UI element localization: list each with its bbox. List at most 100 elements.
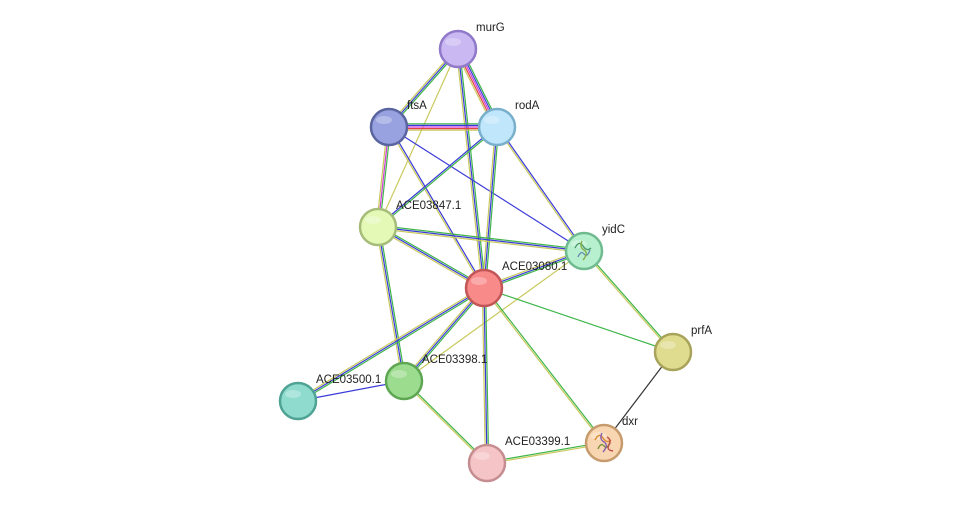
edge-evidence-strand: [375, 227, 404, 382]
node-layer: [278, 29, 693, 483]
node-highlight: [376, 116, 392, 124]
structure-strand: [600, 432, 607, 453]
structure-strand: [574, 242, 592, 251]
edge-evidence-strand: [298, 288, 486, 403]
edge-ACE03080-ACE03500[interactable]: [296, 286, 486, 403]
edge-evidence-strand: [378, 224, 585, 251]
edge-evidence-strand: [455, 49, 484, 289]
node-label-ACE03500: ACE03500.1: [316, 374, 381, 386]
edge-evidence-strand: [378, 127, 498, 229]
edge-evidence-strand: [403, 250, 585, 382]
edge-ACE03847-yidC[interactable]: [377, 224, 585, 254]
edge-evidence-strand: [378, 225, 486, 288]
edge-evidence-strand: [377, 226, 485, 289]
edge-evidence-strand: [483, 126, 498, 289]
edge-evidence-strand: [377, 48, 459, 228]
edge-evidence-strand: [377, 125, 497, 227]
edge-evidence-strand: [484, 127, 500, 289]
edge-yidC-ACE03398[interactable]: [403, 250, 585, 382]
structure-strand: [577, 249, 591, 258]
edge-evidence-strand: [388, 126, 585, 252]
node-label-rodA: rodA: [515, 100, 540, 112]
node-highlight: [445, 38, 461, 46]
node-circle: [384, 361, 424, 401]
node-rodA[interactable]: [477, 107, 517, 147]
node-label-ACE03399: ACE03399.1: [505, 436, 570, 448]
edge-evidence-strand: [482, 288, 604, 444]
node-highlight: [471, 277, 487, 285]
edge-evidence-strand: [377, 227, 584, 254]
edge-ACE03080-dxr[interactable]: [482, 287, 606, 444]
edge-evidence-strand: [376, 227, 484, 290]
node-ACE03847[interactable]: [358, 207, 398, 247]
edge-ACE03399-dxr[interactable]: [486, 441, 605, 465]
node-ACE03398[interactable]: [384, 361, 424, 401]
node-circle: [438, 29, 478, 69]
edge-ACE03847-ACE03080[interactable]: [376, 225, 486, 290]
edge-evidence-strand: [402, 286, 484, 381]
edge-evidence-strand: [296, 286, 484, 401]
structure-strand: [606, 436, 614, 452]
node-circle: [358, 207, 398, 247]
node-label-ACE03398: ACE03398.1: [422, 354, 487, 366]
edge-evidence-strand: [378, 226, 407, 381]
edge-evidence-strand: [484, 287, 606, 443]
edge-evidence-strand: [404, 380, 488, 463]
protein-structure-icon: [594, 432, 614, 453]
node-highlight: [365, 216, 381, 224]
node-ftsA[interactable]: [369, 107, 409, 147]
edge-ACE03847-ACE03398[interactable]: [375, 226, 407, 382]
edge-evidence-strand: [497, 126, 586, 251]
node-circle: [653, 332, 693, 372]
node-label-ftsA: ftsA: [407, 100, 427, 112]
edge-evidence-strand: [582, 251, 673, 353]
node-label-prfA: prfA: [691, 325, 712, 337]
node-label-dxr: dxr: [622, 416, 638, 428]
edge-evidence-strand: [377, 226, 585, 252]
node-circle: [467, 443, 507, 483]
edge-yidC-prfA[interactable]: [582, 250, 675, 353]
node-label-murG: murG: [476, 22, 505, 34]
edge-evidence-strand: [387, 127, 484, 289]
node-yidC[interactable]: [564, 231, 604, 271]
node-circle: [584, 423, 624, 463]
node-ACE03080[interactable]: [464, 268, 504, 308]
edge-rodA-ACE03080[interactable]: [481, 126, 500, 289]
edge-evidence-strand: [297, 287, 485, 402]
edge-ACE03080-prfA[interactable]: [483, 287, 674, 353]
edge-ftsA-yidC[interactable]: [388, 126, 585, 252]
edge-rodA-yidC[interactable]: [495, 126, 586, 252]
node-label-ACE03847: ACE03847.1: [396, 200, 461, 212]
node-highlight: [391, 370, 407, 378]
node-highlight: [285, 390, 301, 398]
node-ACE03399[interactable]: [467, 443, 507, 483]
edge-evidence-strand: [481, 288, 487, 464]
node-prfA[interactable]: [653, 332, 693, 372]
node-highlight: [484, 116, 500, 124]
edge-ACE03398-ACE03399[interactable]: [403, 380, 488, 464]
edge-ACE03080-ACE03398[interactable]: [402, 286, 486, 383]
node-highlight: [660, 341, 676, 349]
edge-evidence-strand: [403, 287, 485, 382]
edge-ACE03080-ACE03399[interactable]: [481, 287, 490, 464]
edge-evidence-strand: [487, 443, 605, 465]
edge-evidence-strand: [481, 126, 497, 288]
edge-murG-ACE03847[interactable]: [377, 48, 459, 228]
edge-layer: [296, 47, 675, 465]
structure-strand: [594, 434, 612, 443]
edge-murG-ACE03080[interactable]: [455, 48, 487, 289]
edge-evidence-strand: [584, 250, 675, 352]
edge-ftsA-ACE03080[interactable]: [387, 126, 486, 289]
edge-evidence-strand: [377, 226, 405, 382]
node-murG[interactable]: [438, 29, 478, 69]
edge-evidence-strand: [483, 287, 674, 353]
structure-strand: [580, 240, 587, 261]
edge-rodA-ACE03847[interactable]: [377, 125, 498, 229]
node-circle: [564, 231, 604, 271]
node-circle: [464, 268, 504, 308]
node-dxr[interactable]: [584, 423, 624, 463]
node-ACE03500[interactable]: [278, 381, 318, 421]
protein-structure-icon: [574, 240, 592, 261]
